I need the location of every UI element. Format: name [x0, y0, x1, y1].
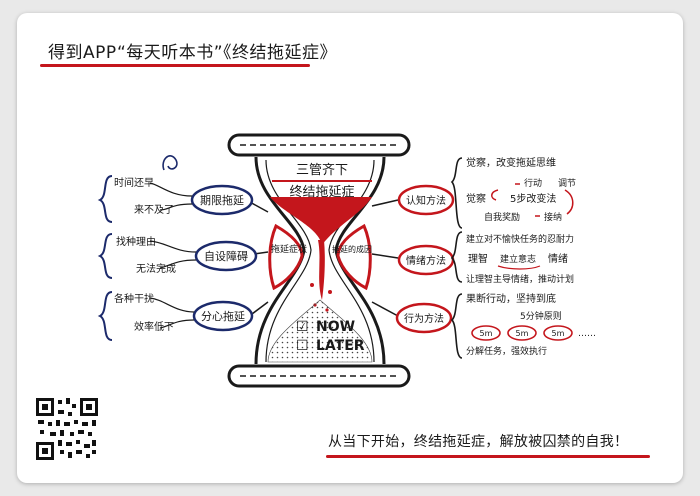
hourglass-bottom-cap [227, 364, 411, 388]
five-minute-oval [471, 325, 501, 341]
method-text: 觉察，改变拖延思维 [466, 156, 556, 169]
method-text: 5m [480, 329, 493, 338]
left-bubble-label: 拖延症状 [271, 243, 307, 255]
method-text: 果断行动，坚持到底 [466, 292, 556, 305]
methods-branch: 认知方法 情绪方法 行为方法 觉察，改变拖延思维 行动 调节 觉察 5步改变法 … [371, 156, 596, 359]
right-bubble-label: 拖延的成因 [332, 244, 372, 254]
cause-text: 效率低下 [134, 320, 174, 333]
page-title: 得到APP“每天听本书”《终结拖延症》 [48, 43, 338, 63]
symptom-label: 期限拖延 [200, 193, 244, 207]
method-text: 让理智主导情绪，推动计划 [466, 273, 574, 285]
left-bubble [268, 223, 304, 291]
cause-text: 来不及了 [134, 204, 174, 216]
now-label: NOW [316, 319, 355, 335]
method-label: 行为方法 [404, 312, 444, 325]
hourglass-title-1: 三管齐下 [296, 162, 348, 178]
five-minute-oval [507, 325, 537, 341]
method-label: 情绪方法 [406, 254, 446, 267]
method-text: 觉察 [466, 192, 486, 205]
hourglass-top-cap [227, 133, 411, 157]
symptoms-branch: 期限拖延 自设障碍 分心拖延 时间还早 来不及了 找种理由 无法完成 各种干扰 … [97, 155, 269, 341]
symptom-oval-1 [190, 184, 254, 216]
five-minute-oval [543, 325, 573, 341]
method-text: 5步改变法 [510, 192, 556, 205]
method-text: 建立对不愉快任务的忍耐力 [466, 233, 574, 245]
symptom-label: 自设障碍 [204, 249, 248, 263]
cause-text: 找种理由 [116, 235, 156, 248]
method-oval-3 [395, 302, 453, 334]
falling-sand [318, 240, 325, 300]
hourglass-title-2: 终结拖延症 [289, 184, 354, 200]
symptom-oval-3 [192, 300, 254, 332]
later-checkbox: ☐ [296, 338, 309, 354]
hourglass-glass [254, 156, 386, 365]
right-bubble [336, 223, 372, 291]
method-text: …… [578, 329, 596, 339]
method-text: 建立意志 [500, 253, 536, 265]
method-text: 情绪 [548, 252, 568, 265]
symptom-label: 分心拖延 [201, 309, 245, 323]
symptom-oval-2 [194, 240, 258, 272]
cause-text: 无法完成 [136, 262, 176, 275]
method-text: 5m [516, 329, 529, 338]
footer-underline [326, 455, 650, 458]
method-label: 认知方法 [406, 194, 446, 207]
later-label: LATER [316, 338, 365, 354]
hourglass: 三管齐下 终结拖延症 拖延症状 拖延的成因 ☑ NOW ☐ LATER [227, 133, 411, 388]
footer-slogan: 从当下开始，终结拖延症，解放被囚禁的自我！ [328, 434, 629, 450]
method-oval-1 [397, 184, 455, 216]
top-sand [270, 197, 372, 245]
now-checkbox: ☑ [296, 319, 309, 335]
method-text: 行动 [524, 177, 542, 189]
bottom-sand [267, 299, 373, 363]
method-text: 5分钟原则 [520, 310, 562, 322]
method-text: 理智 [468, 252, 488, 265]
method-text: 接纳 [544, 211, 562, 223]
qr-code [34, 396, 100, 462]
method-text: 分解任务，强效执行 [466, 345, 547, 357]
snail-icon [162, 155, 178, 171]
method-text: 调节 [558, 178, 576, 189]
method-text: 自我奖励 [484, 211, 520, 223]
title-underline [40, 64, 310, 67]
cause-text: 各种干扰 [114, 292, 154, 305]
method-text: 5m [552, 329, 565, 338]
cause-text: 时间还早 [114, 176, 154, 189]
